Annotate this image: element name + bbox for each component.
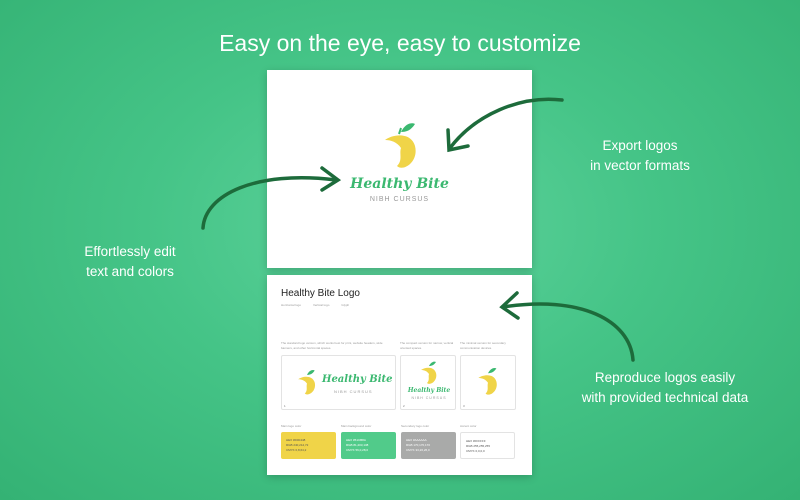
apple-logo-icon [385,123,416,168]
nav-horizontal[interactable]: Horizontal logo [281,303,302,307]
box-number: 3 [463,404,465,408]
swatch-label: Main logo color [281,424,302,428]
nav-glyph[interactable]: Glyph [341,303,350,307]
swatch-value: HEX #FFFFFF [466,439,486,443]
desc-horizontal: The standard logo version, which works b… [281,341,383,350]
logo-tagline: NIBH CURSUS [411,396,447,400]
logo-name: Healthy Bite [322,374,393,385]
swatch-value: text and colors [86,264,174,279]
apple-logo-icon [478,367,497,395]
box-number: 1 [284,404,286,408]
swatch-value: Reproduce logos easily [594,370,736,385]
box-number: 2 [403,404,405,408]
note-edit: Effortlessly edit text and colors [60,242,200,282]
logo-preview-card: Healthy Bite NIBH CURSUS [267,70,532,268]
glyph-logo-box: 3 [460,355,516,410]
swatch-value: Export logos [602,138,678,153]
swatch-label: Secondary logo color [401,424,430,428]
swatch-value: RGB 81,203,138 [346,443,369,447]
swatch-value: CMYK 0,0,0,0 [466,449,485,453]
swatch-value: Effortlessly edit [84,244,176,259]
desc-glyph: The minimal version for secondary commun… [460,341,506,350]
logo-name: Healthy Bite [407,387,451,394]
apple-logo-icon [298,370,316,395]
vertical-logo-box: Healthy Bite NIBH CURSUS 2 [400,355,456,410]
swatch-value: RGB 255,255,255 [466,444,491,448]
swatch-value: CMYK 0,8,64,2 [286,448,307,452]
swatch-value: HEX #51CB8A [346,438,366,442]
desc-vertical: The compact version for narrow, vertical… [400,341,454,350]
swatch-value: CMYK 56,0,28,0 [346,448,369,452]
swatch-value: RGB 240,212,72 [286,443,309,447]
swatch-value: CMYK 33,26,26,0 [406,448,430,452]
logo-doc-card: Healthy Bite Logo Horizontal logo Vertic… [267,275,532,475]
swatch-label: Accent color [460,424,477,428]
note-reproduce: Reproduce logos easily with provided tech… [560,368,770,408]
swatch-value: HEX #F0D448 [286,438,306,442]
doc-title: Healthy Bite Logo [281,288,360,299]
horizontal-logo-box: Healthy Bite NIBH CURSUS 1 [281,355,396,410]
note-export: Export logos in vector formats [570,136,710,176]
swatch-value: in vector formats [590,158,690,173]
swatch-value: with provided technical data [581,390,749,405]
arrow-icon [201,97,635,362]
swatch-value: HEX #AAAAAA [406,438,427,442]
headline: Easy on the eye, easy to customize [219,30,581,56]
doc-nav: Horizontal logo Vertical logo Glyph [281,303,349,307]
swatch-label: Main background color [341,424,372,428]
logo-tagline: NIBH CURSUS [369,196,430,203]
apple-logo-icon [421,361,437,384]
swatch-value: RGB 170,170,170 [406,443,431,447]
nav-vertical[interactable]: Vertical logo [313,303,330,307]
logo-tagline: NIBH CURSUS [334,389,373,394]
logo-name: Healthy Bite [350,176,449,192]
